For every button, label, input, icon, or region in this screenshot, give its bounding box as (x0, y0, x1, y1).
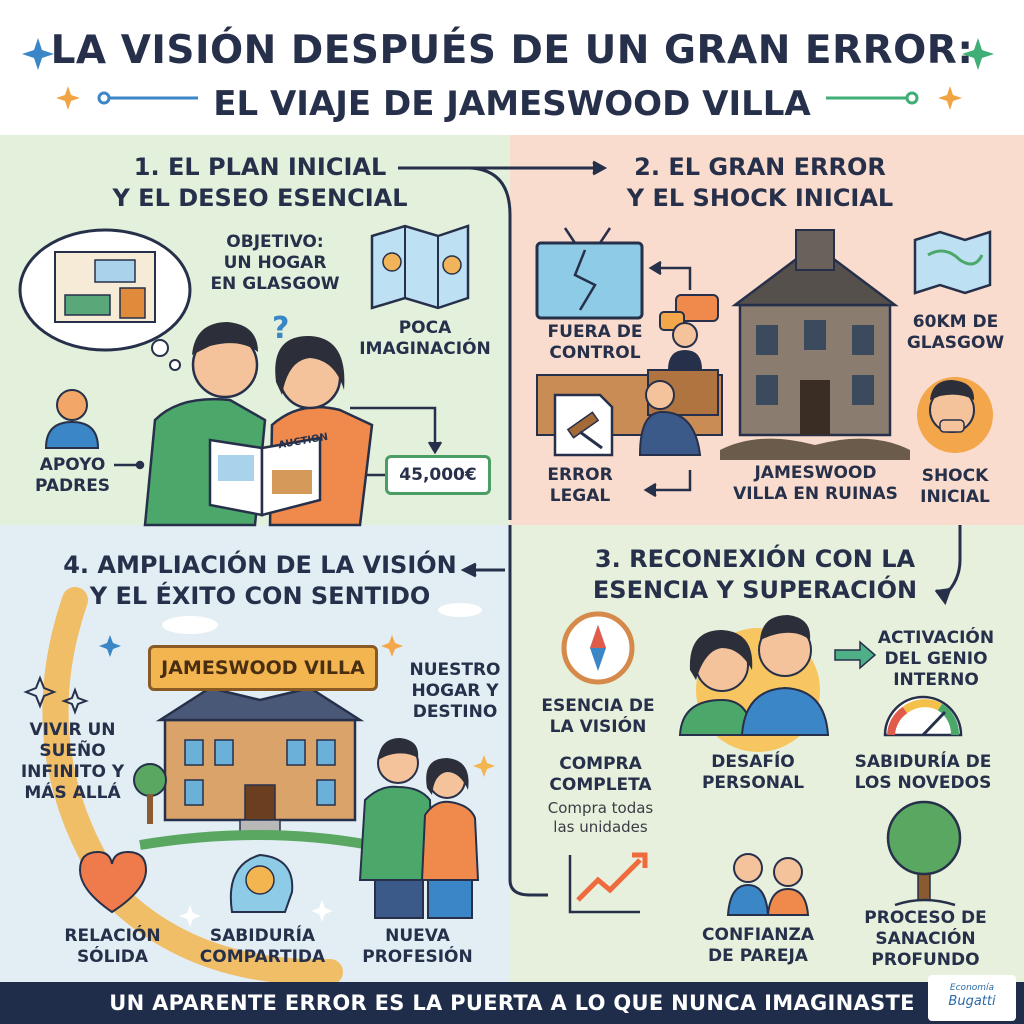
courtroom-illustration (536, 322, 723, 456)
couple-standing-illustration (358, 738, 480, 919)
couple-portrait-illustration (678, 615, 830, 752)
vivir-sueno-label: VIVIR UN SUEÑO INFINITO Y MÁS ALLÁ (20, 720, 125, 803)
section4-title: 4. AMPLIACIÓN DE LA VISIÓN Y EL ÉXITO CO… (63, 551, 457, 610)
thought-cloud-icon (18, 228, 192, 371)
poca-imaginacion-label: POCA IMAGINACIÓN (359, 318, 491, 359)
objective-label: OBJETIVO: UN HOGAR EN GLASGOW (210, 232, 340, 294)
speech-bubble-icon (659, 294, 719, 331)
compass-icon (561, 611, 635, 685)
gavel-document-icon (553, 393, 614, 457)
section1-title: 1. EL PLAN INICIAL Y EL DESEO ESENCIAL (112, 153, 408, 212)
sabiduria-compartida-label: SABIDURÍA COMPARTIDA (199, 926, 326, 967)
page-subtitle: EL VIAJE DE JAMESWOOD VILLA (213, 84, 811, 124)
nueva-profesion-label: NUEVA PROFESIÓN (362, 926, 473, 967)
arrow-icon (834, 640, 877, 670)
price-tag: 45,000€ (385, 455, 491, 495)
error-legal-label: ERROR LEGAL (547, 465, 613, 506)
sparkle-icon (56, 86, 80, 110)
couple-icon (726, 853, 810, 916)
broken-tv-icon (535, 227, 644, 320)
fuera-control-label: FUERA DE CONTROL (547, 322, 643, 363)
growth-chart-icon (568, 852, 648, 914)
villa-banner: JAMESWOOD VILLA (148, 645, 378, 691)
map-icon (913, 230, 992, 295)
handshake-heart-icon (78, 850, 148, 914)
mansion-illustration (133, 686, 371, 850)
sparkle-icon (938, 86, 962, 110)
sparkle-icon (962, 38, 994, 70)
section3-title: 3. RECONEXIÓN CON LA ESENCIA Y SUPERACIÓ… (592, 545, 918, 604)
ruined-mansion-illustration (720, 229, 910, 460)
apoyo-padres-label: APOYO PADRES (34, 455, 111, 496)
sparkle-icon (23, 635, 495, 927)
person-icon (44, 389, 100, 449)
divider-line (97, 91, 919, 105)
activacion-label: ACTIVACIÓN DEL GENIO INTERNO (877, 628, 995, 690)
distance-label: 60KM DE GLASGOW (906, 312, 1005, 353)
relacion-label: RELACIÓN SÓLIDA (64, 926, 161, 967)
svg-text:?: ? (272, 311, 289, 346)
esencia-label: ESENCIA DE LA VISIÓN (541, 696, 655, 737)
villa-ruinas-label: JAMESWOOD VILLA EN RUINAS (733, 463, 898, 504)
section2-title: 2. EL GRAN ERROR Y EL SHOCK INICIAL (626, 153, 894, 212)
header: LA VISIÓN DESPUÉS DE UN GRAN ERROR: EL V… (0, 0, 1024, 135)
shocked-face-icon (917, 377, 993, 453)
sparkle-icon (22, 38, 54, 70)
confianza-label: CONFIANZA DE PAREJA (702, 925, 814, 966)
hogar-destino-label: NUESTRO HOGAR Y DESTINO (409, 660, 501, 722)
shock-inicial-label: SHOCK INICIAL (920, 466, 990, 507)
desafio-label: DESAFÍO PERSONAL (701, 752, 805, 793)
arrow-icon (114, 406, 443, 477)
couple-reading-illustration (143, 322, 374, 527)
cloud-icon (162, 603, 482, 634)
tree-icon (886, 800, 962, 907)
brain-head-icon (229, 853, 294, 913)
map-icon (370, 224, 470, 310)
compra-completa-label: COMPRA COMPLETA (549, 754, 652, 795)
page-title: LA VISIÓN DESPUÉS DE UN GRAN ERROR: (50, 28, 974, 73)
compra-subtitle: Compra todas las unidades (547, 799, 654, 836)
gauge-icon (883, 695, 963, 737)
question-mark-icon: ? (272, 311, 289, 346)
proceso-label: PROCESO DE SANACIÓN PROFUNDO (864, 908, 987, 970)
arrow-icon (643, 260, 692, 498)
footer-banner: UN APARENTE ERROR ES LA PUERTA A LO QUE … (0, 982, 1024, 1024)
sabiduria-novedos-label: SABIDURÍA DE LOS NOVEDOS (854, 752, 992, 793)
flow-arrow (398, 160, 962, 897)
brand-logo: Economía Bugatti (928, 975, 1016, 1021)
